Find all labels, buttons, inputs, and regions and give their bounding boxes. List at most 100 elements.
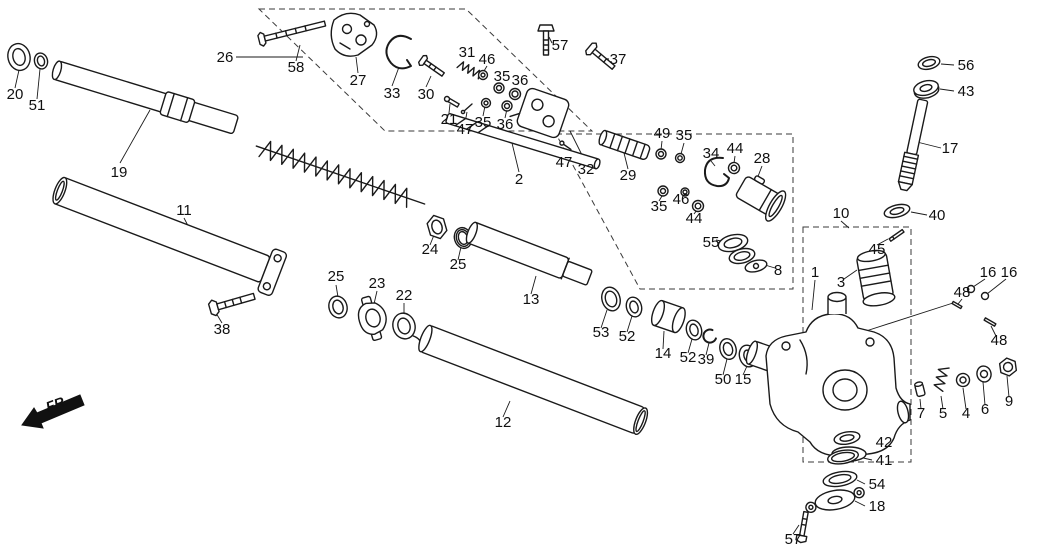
part-label: 15 [735, 371, 752, 388]
part-label: 10 [833, 205, 850, 222]
clip-34 [703, 156, 730, 188]
part-label: 55 [703, 234, 720, 251]
part-label: 38 [214, 321, 231, 338]
ring-36-b [501, 100, 513, 112]
ring-50 [719, 337, 737, 361]
washer-8 [744, 259, 768, 273]
pins-48 [951, 300, 997, 327]
ring-35-b [480, 97, 492, 109]
part-label: 8 [774, 262, 782, 279]
part-label: 37 [610, 51, 627, 68]
part-label: 12 [495, 414, 512, 431]
bearing-43 [913, 79, 940, 99]
snap-ring-39 [702, 328, 717, 344]
part-label: 3 [837, 274, 845, 291]
ring-51 [33, 52, 49, 70]
spring-31 [456, 61, 481, 80]
part-label: 17 [942, 140, 959, 157]
cap-56 [917, 55, 941, 71]
part-label: 43 [958, 83, 975, 100]
mount-23 [357, 295, 387, 342]
bolt-58 [257, 20, 327, 47]
part-label: 44 [727, 140, 744, 157]
part-label: 20 [7, 86, 24, 103]
part-label: 42 [876, 434, 893, 451]
part-label: 53 [593, 324, 610, 341]
orings-16 [966, 284, 990, 301]
part-label: 14 [655, 345, 672, 362]
part-labels: 20 51 19 26 58 27 33 30 31 46 35 36 57 3… [7, 37, 1018, 548]
washer-4 [955, 372, 971, 388]
part-label: 35 [676, 127, 693, 144]
rack-spring [255, 140, 426, 208]
ring-44-b [691, 199, 705, 213]
part-label: 56 [958, 57, 975, 74]
seal-40 [883, 203, 911, 219]
part-label: 34 [703, 145, 720, 162]
plug-7 [913, 381, 926, 398]
pin-45 [888, 228, 905, 242]
part-label: 16 [980, 264, 997, 281]
part-label: 40 [929, 207, 946, 224]
part-label: 58 [288, 59, 305, 76]
ring-41 [826, 449, 860, 465]
bolt-57-bottom [795, 510, 809, 544]
part-label: 46 [673, 191, 690, 208]
ring-36-a [508, 87, 522, 101]
ring-35-d [657, 185, 669, 197]
part-label: 48 [991, 332, 1008, 349]
pin-47-a [460, 103, 473, 115]
ring-42 [833, 430, 861, 446]
part-label: 18 [869, 498, 886, 515]
pinion-shaft-17 [897, 98, 929, 192]
subassembly-box-top [257, 8, 594, 132]
part-label: 5 [939, 405, 947, 422]
clip-33 [385, 34, 412, 70]
washer-44-a [727, 161, 741, 175]
fr-indicator: FR. [21, 392, 85, 429]
part-label: 28 [754, 150, 771, 167]
nut-9 [998, 357, 1018, 377]
part-label: 30 [418, 86, 435, 103]
part-label: 13 [523, 291, 540, 308]
tube-12 [418, 324, 649, 436]
pin-47-b [559, 140, 572, 151]
subassembly-box-valve [555, 133, 794, 290]
part-label: 57 [785, 531, 802, 548]
washer-46-a [477, 69, 489, 81]
part-label: 7 [917, 405, 925, 422]
part-label: 52 [619, 328, 636, 345]
part-label: 41 [876, 452, 893, 469]
part-label: 35 [651, 198, 668, 215]
valve-housing-32 [509, 87, 570, 139]
part-label: 33 [384, 85, 401, 102]
part-label: 2 [515, 171, 523, 188]
bolt-38 [207, 292, 256, 317]
part-label: 23 [369, 275, 386, 292]
ring-20 [7, 42, 31, 72]
part-label: 1 [811, 264, 819, 281]
part-label: 50 [715, 371, 732, 388]
part-label: 25 [328, 268, 345, 285]
part-label: 44 [686, 210, 703, 227]
part-label: 25 [450, 256, 467, 273]
ring-35-a [493, 82, 505, 94]
part-label: 52 [680, 349, 697, 366]
part-label: 35 [494, 68, 511, 85]
end-cover-18 [805, 487, 865, 513]
part-label: 36 [497, 116, 514, 133]
part-label: 45 [869, 241, 886, 258]
part-label: 39 [698, 351, 715, 368]
part-label: 21 [441, 111, 458, 128]
part-label: 27 [350, 72, 367, 89]
part-label: 22 [396, 287, 413, 304]
valve-spool-29 [598, 129, 651, 160]
tube-13 [465, 221, 593, 286]
ring-25-left [328, 295, 348, 319]
part-label: 29 [620, 167, 637, 184]
ring-54 [822, 470, 858, 488]
ring-52-a [625, 296, 643, 318]
boot-22 [392, 312, 422, 348]
